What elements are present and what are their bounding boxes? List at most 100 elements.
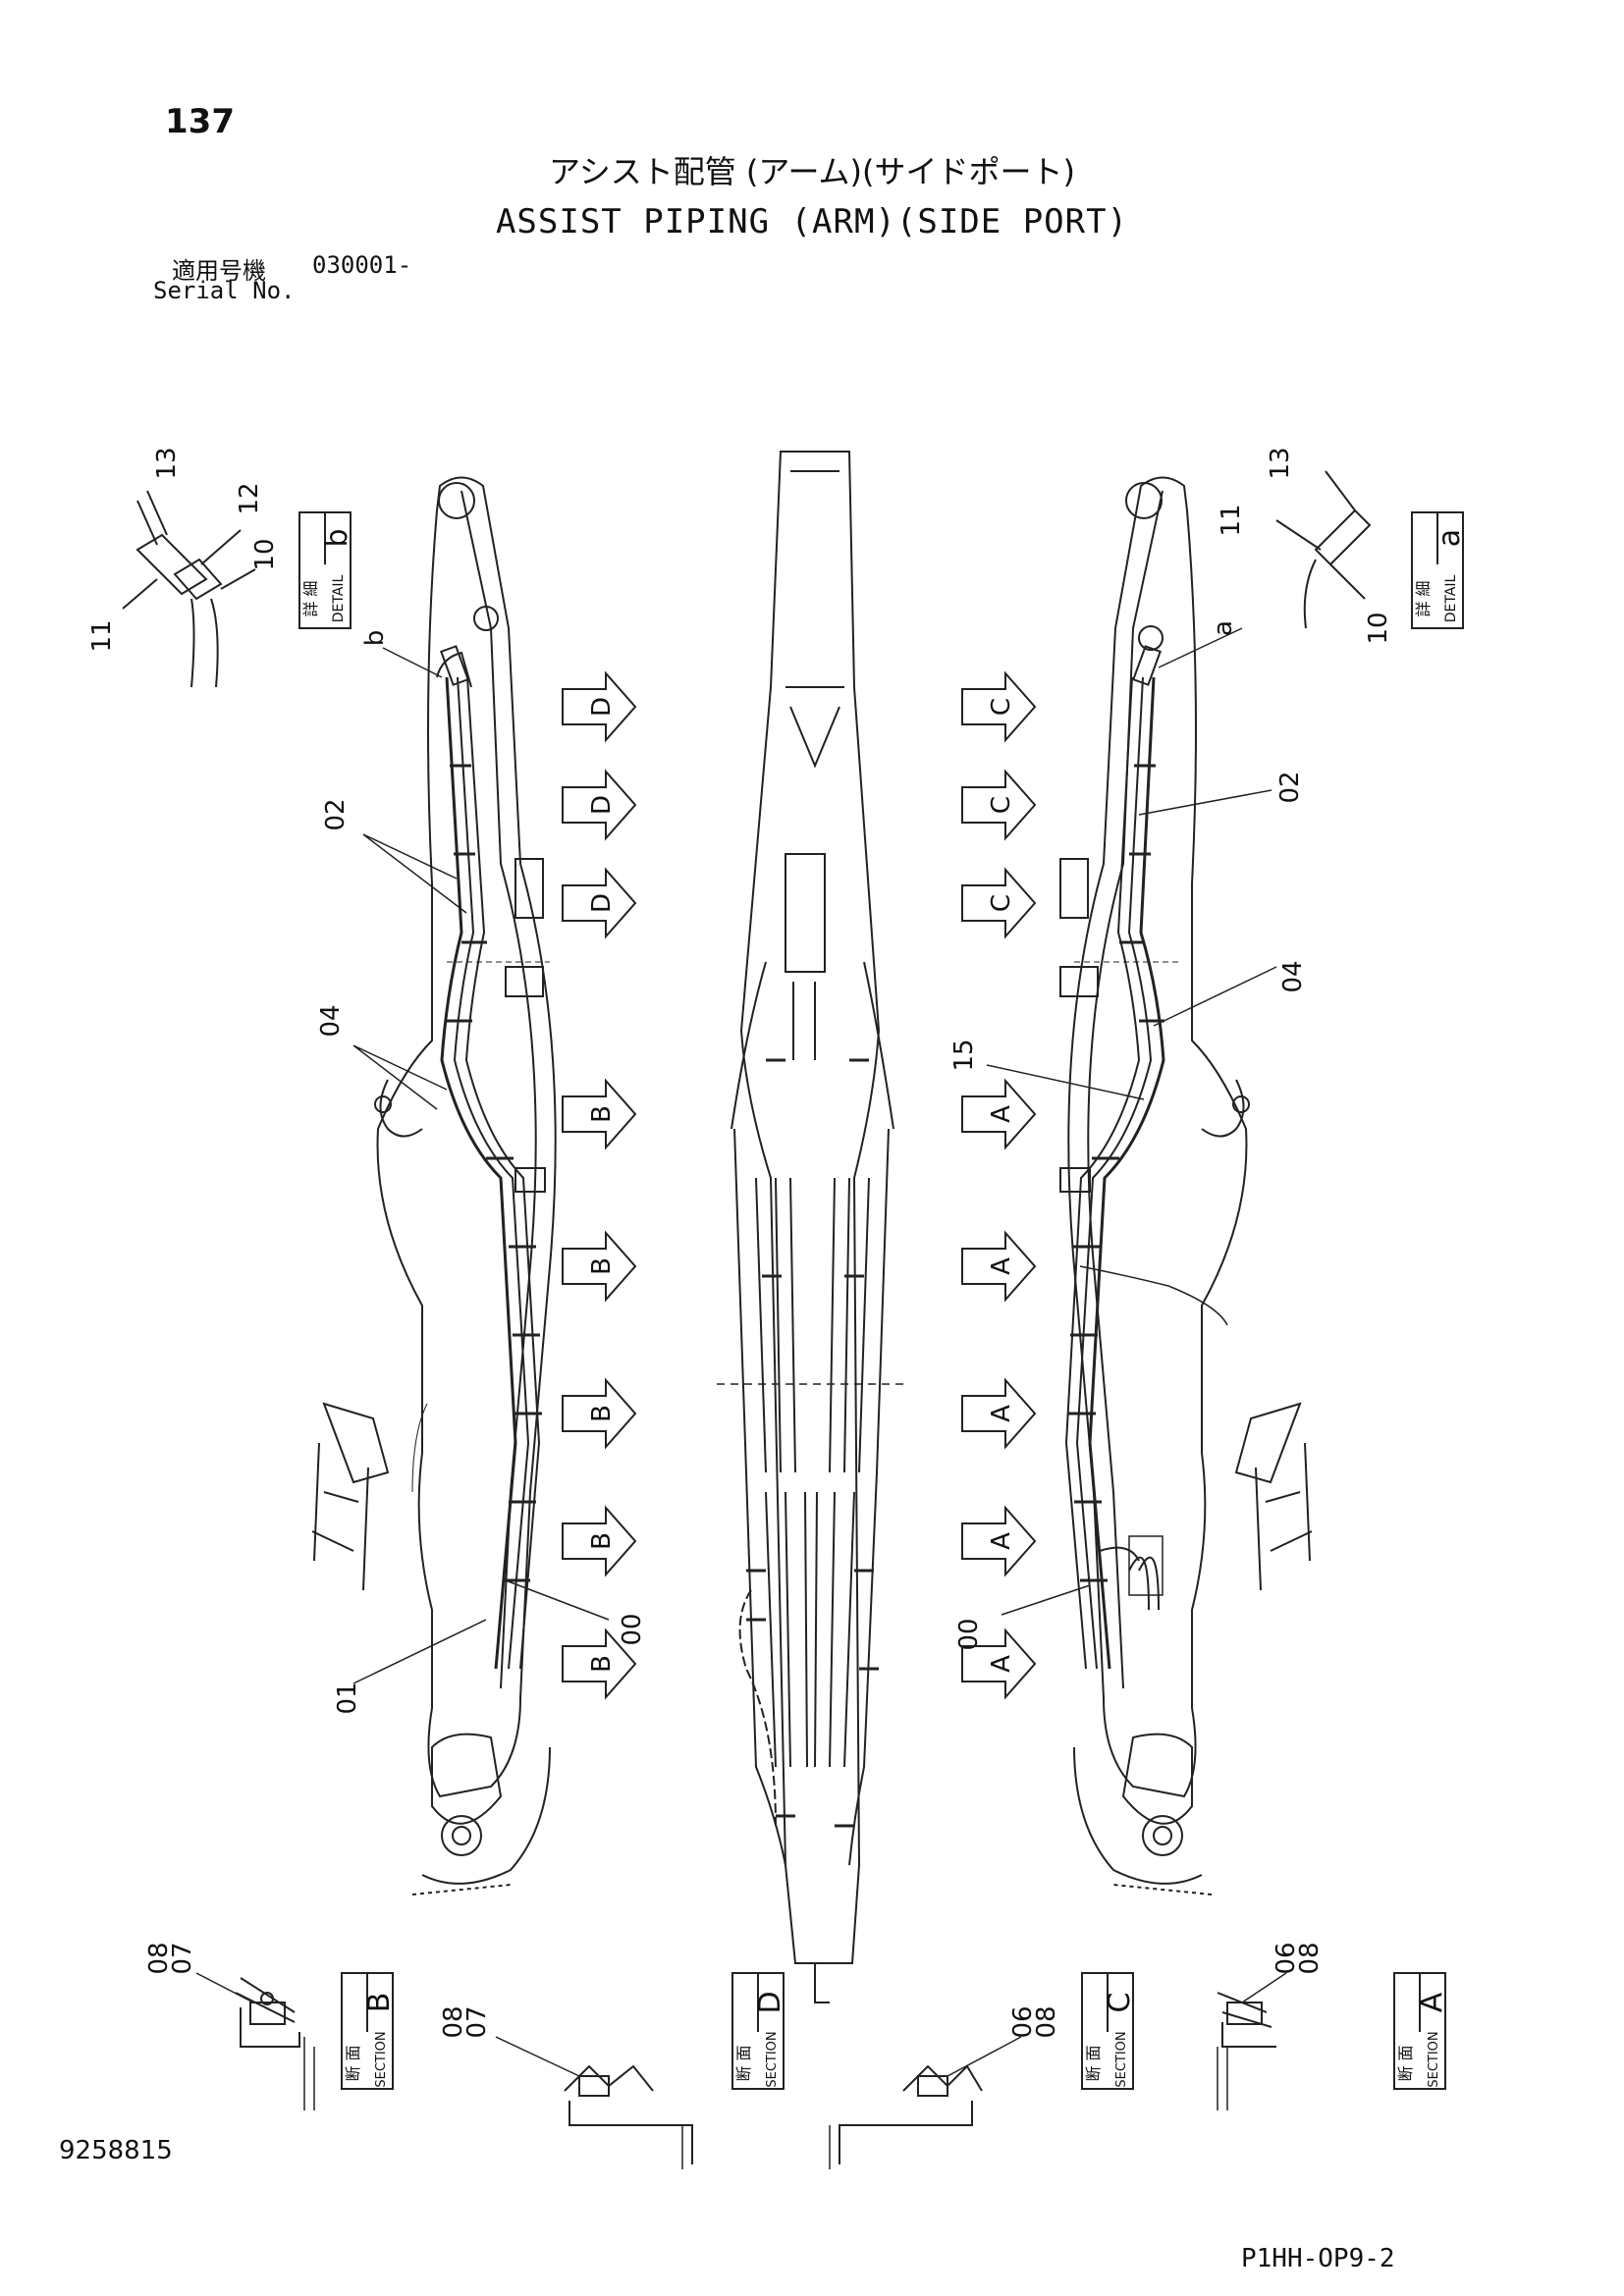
svg-text:SECTION: SECTION — [1427, 2031, 1441, 2087]
svg-text:A: A — [987, 1405, 1016, 1422]
svg-text:C: C — [987, 894, 1016, 912]
section-d-part-07: 07 — [462, 2005, 492, 2038]
page-number: 137 — [165, 102, 235, 141]
left-section-arrow-3: D — [562, 867, 637, 939]
serial-value: 030001- — [312, 251, 412, 279]
section-a-part-06: 06 — [1272, 1942, 1301, 1974]
svg-text:断 面: 断 面 — [1396, 2045, 1415, 2081]
right-section-arrow-5: A — [961, 1230, 1037, 1303]
left-section-arrow-5: B — [562, 1230, 637, 1303]
svg-text:C: C — [1103, 1993, 1137, 2013]
svg-text:A: A — [987, 1655, 1016, 1673]
svg-text:A: A — [1415, 1992, 1449, 2012]
section-d-detail: 08 07 — [439, 2005, 693, 2169]
right-section-arrow-7: A — [961, 1505, 1037, 1577]
label-b: b — [360, 630, 390, 647]
serial-label-japanese: 適用号機 — [172, 257, 266, 285]
document-number: 9258815 — [59, 2136, 173, 2165]
svg-text:D: D — [587, 697, 617, 717]
right-section-arrow-4: A — [961, 1078, 1037, 1150]
label-04-left: 04 — [316, 1004, 346, 1037]
svg-text:b: b — [320, 528, 354, 547]
section-box-d: 断 面 SECTION D — [731, 1972, 787, 2090]
label-01-left: 01 — [333, 1682, 362, 1714]
detail-a-callout: 13 11 10 — [1217, 447, 1393, 644]
section-b-detail: 08 07 — [144, 1942, 315, 2110]
svg-text:B: B — [587, 1257, 617, 1275]
right-section-arrow-3: C — [961, 867, 1037, 939]
svg-text:詳 細: 詳 細 — [301, 580, 320, 616]
svg-text:SECTION: SECTION — [1114, 2031, 1129, 2087]
svg-text:SECTION: SECTION — [765, 2031, 780, 2087]
detail-a-part-13: 13 — [1266, 447, 1295, 479]
left-section-arrow-7: B — [562, 1505, 637, 1577]
section-a-part-08: 08 — [1295, 1942, 1325, 1974]
section-c-part-06: 06 — [1008, 2005, 1038, 2038]
right-section-arrow-2: C — [961, 769, 1037, 841]
section-c-part-08: 08 — [1032, 2005, 1061, 2038]
svg-text:B: B — [362, 1993, 397, 2013]
svg-text:A: A — [987, 1105, 1016, 1123]
right-section-arrow-6: A — [961, 1377, 1037, 1450]
section-c-detail: 06 08 — [829, 2005, 1061, 2169]
right-arm-view — [1059, 476, 1313, 1896]
left-section-arrows: D D D B B B B B — [562, 670, 637, 1700]
right-section-arrows: C C C A A A A A — [961, 670, 1037, 1700]
svg-text:A: A — [987, 1532, 1016, 1550]
label-02-right: 02 — [1275, 771, 1305, 803]
section-b-part-07: 07 — [168, 1942, 197, 1974]
svg-text:A: A — [987, 1257, 1016, 1275]
left-section-arrow-6: B — [562, 1377, 637, 1450]
right-section-arrow-8: A — [961, 1628, 1037, 1700]
detail-b-part-12: 12 — [235, 482, 264, 514]
label-a: a — [1209, 620, 1238, 636]
left-section-arrow-2: D — [562, 769, 637, 841]
section-box-a: 断 面 SECTION A — [1393, 1972, 1449, 2090]
svg-text:断 面: 断 面 — [734, 2045, 753, 2081]
detail-b-part-13: 13 — [152, 447, 182, 479]
section-a-detail: 06 08 — [1217, 1942, 1325, 2110]
svg-text:D: D — [587, 795, 617, 815]
left-section-arrow-8: B — [562, 1628, 637, 1700]
leader-lines — [352, 627, 1277, 1684]
svg-text:SECTION: SECTION — [374, 2031, 389, 2087]
title-japanese: アシスト配管 (アーム)(サイドポート) — [549, 153, 1075, 190]
svg-text:断 面: 断 面 — [344, 2045, 362, 2081]
section-box-c: 断 面 SECTION C — [1081, 1972, 1137, 2090]
page-code: P1HH-OP9-2 — [1241, 2244, 1395, 2273]
detail-b-callout: 13 12 10 11 — [87, 447, 280, 688]
svg-text:詳 細: 詳 細 — [1414, 580, 1433, 616]
svg-text:D: D — [753, 1991, 787, 2013]
section-b-part-08: 08 — [144, 1942, 174, 1974]
label-04-right: 04 — [1278, 960, 1308, 992]
section-label-boxes: 断 面 SECTION B 断 面 SECTION D 断 面 SECTION C 断 面 SECT… — [341, 1972, 1449, 2090]
left-part-labels: b 02 04 01 00 — [316, 630, 647, 1715]
svg-text:断 面: 断 面 — [1084, 2045, 1103, 2081]
svg-text:DETAIL: DETAIL — [331, 575, 347, 623]
section-box-b: 断 面 SECTION B — [341, 1972, 397, 2090]
label-00-left: 00 — [618, 1613, 647, 1645]
detail-box-a: 詳 細 DETAIL a — [1411, 511, 1467, 629]
detail-a-part-10: 10 — [1364, 612, 1393, 644]
right-part-labels: a 02 04 15 00 — [949, 620, 1308, 1651]
detail-box-b: 詳 細 DETAIL b — [298, 511, 354, 629]
serial-label-english: Serial No. — [153, 277, 296, 304]
svg-text:a: a — [1433, 529, 1467, 547]
svg-text:B: B — [587, 1655, 617, 1673]
detail-a-part-11: 11 — [1217, 504, 1246, 536]
left-section-arrow-4: B — [562, 1078, 637, 1150]
left-section-arrow-1: D — [562, 670, 637, 743]
left-arm-view — [311, 476, 557, 1896]
center-arm-view — [717, 451, 903, 2003]
title-english: ASSIST PIPING (ARM)(SIDE PORT) — [495, 202, 1129, 241]
svg-text:C: C — [987, 698, 1016, 716]
label-02-left: 02 — [321, 798, 351, 830]
right-section-arrow-1: C — [961, 670, 1037, 743]
svg-text:B: B — [587, 1532, 617, 1550]
detail-b-part-11: 11 — [87, 619, 117, 652]
detail-b-part-10: 10 — [250, 538, 280, 570]
svg-text:C: C — [987, 796, 1016, 814]
label-15-right: 15 — [949, 1039, 979, 1071]
svg-text:D: D — [587, 893, 617, 913]
